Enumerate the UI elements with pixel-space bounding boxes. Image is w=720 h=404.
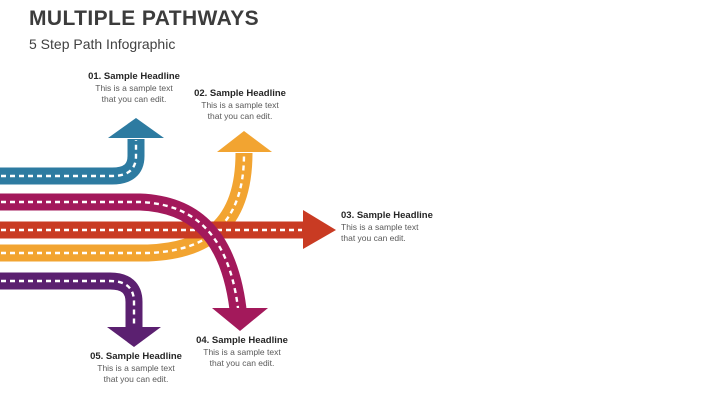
step-04-label: 04. Sample Headline This is a sample tex… bbox=[184, 335, 300, 368]
step-04-body-line2: that you can edit. bbox=[209, 357, 275, 368]
road-dashline-05 bbox=[0, 279, 136, 327]
step-03-body-line2: that you can edit. bbox=[341, 232, 406, 243]
path-step-05 bbox=[0, 272, 161, 347]
step-02-headline: 02. Sample Headline bbox=[194, 88, 286, 99]
step-05-body-line1: This is a sample text bbox=[97, 363, 175, 373]
step-04-headline: 04. Sample Headline bbox=[196, 335, 288, 346]
road-step-05 bbox=[0, 272, 143, 328]
road-dashline-01 bbox=[0, 140, 138, 178]
step-03-label: 03. Sample Headline This is a sample tex… bbox=[341, 210, 451, 243]
step-01-body-line1: This is a sample text bbox=[95, 83, 173, 93]
path-step-01 bbox=[0, 118, 164, 185]
arrowhead-step-04 bbox=[212, 308, 268, 331]
slide-subtitle: 5 Step Path Infographic bbox=[29, 36, 176, 52]
path-step-03 bbox=[0, 210, 336, 249]
arrowhead-step-01 bbox=[108, 118, 164, 138]
slide-title: MULTIPLE PATHWAYS bbox=[29, 7, 260, 30]
step-03-body-line1: This is a sample text bbox=[341, 222, 419, 232]
step-05-body-line2: that you can edit. bbox=[103, 373, 169, 384]
step-01-body-line2: that you can edit. bbox=[101, 93, 167, 104]
road-dashline-04 bbox=[0, 200, 240, 309]
step-01-headline: 01. Sample Headline bbox=[88, 71, 180, 82]
step-05-label: 05. Sample Headline This is a sample tex… bbox=[78, 351, 194, 384]
step-04-body-line1: This is a sample text bbox=[203, 347, 281, 357]
step-02-body-line1: This is a sample text bbox=[201, 100, 279, 110]
step-03-headline: 03. Sample Headline bbox=[341, 210, 433, 221]
step-05-headline: 05. Sample Headline bbox=[90, 351, 182, 362]
path-step-04 bbox=[0, 193, 268, 331]
arrowhead-step-05 bbox=[107, 327, 161, 347]
slide-header: MULTIPLE PATHWAYS 5 Step Path Infographi… bbox=[29, 6, 259, 53]
step-02-label: 02. Sample Headline This is a sample tex… bbox=[182, 88, 298, 121]
step-01-label: 01. Sample Headline This is a sample tex… bbox=[76, 71, 192, 104]
step-02-body-line2: that you can edit. bbox=[207, 110, 273, 121]
arrowhead-step-02 bbox=[217, 131, 272, 152]
arrowhead-step-03 bbox=[303, 210, 336, 249]
road-step-01 bbox=[0, 139, 145, 185]
road-dashline-02 bbox=[0, 153, 246, 255]
